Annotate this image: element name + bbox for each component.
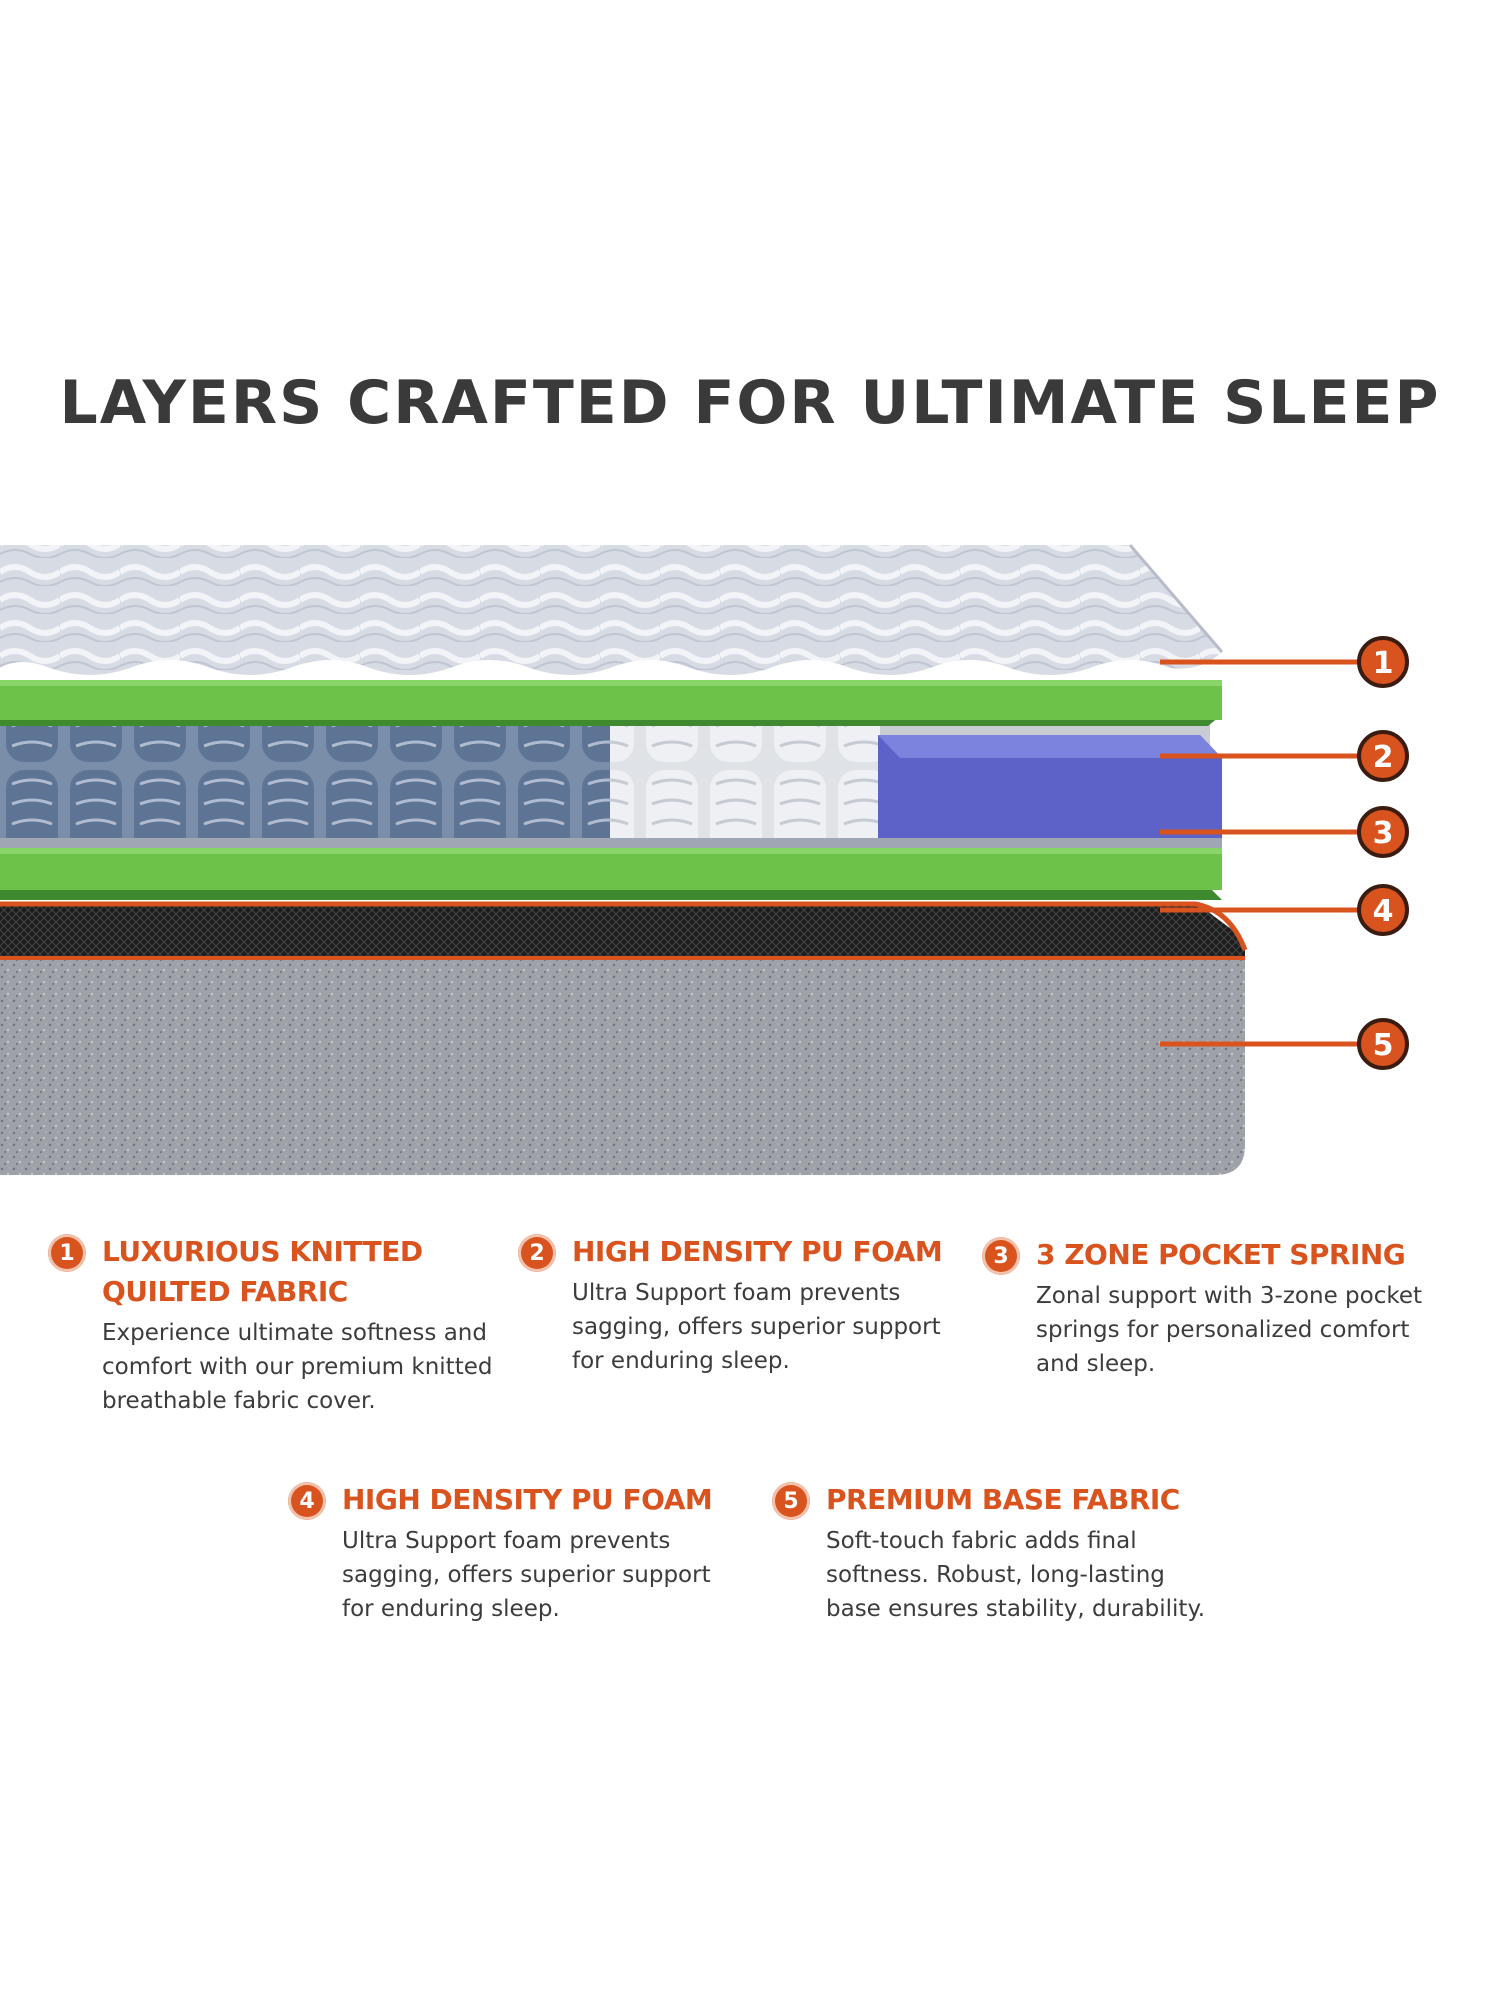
layer-4-badge: 4 [288,1482,326,1520]
base-fabric-layer [0,901,1248,1175]
layer-1-title: LUXURIOUS KNITTED [102,1235,423,1268]
svg-text:3: 3 [1373,816,1394,851]
layer-4-title: HIGH DENSITY PU FOAM [342,1483,713,1516]
mattress-layers-diagram: 1 2 3 4 5 [0,544,1409,1175]
svg-text:1: 1 [1373,646,1394,681]
svg-text:2: 2 [1373,740,1394,775]
knitted-fabric-layer [0,544,1224,675]
layer-5-title: PREMIUM BASE FABRIC [826,1483,1180,1516]
layer-3-description: 3 3 ZONE POCKET SPRING Zonal support wit… [982,1235,1472,1381]
svg-text:4: 4 [1373,894,1394,929]
foam-layer-top [0,680,1222,726]
layer-1-title-line2: QUILTED FABRIC [102,1275,348,1308]
svg-text:5: 5 [1373,1028,1394,1063]
layer-marker-4: 4 [1357,884,1409,936]
layer-2-badge: 2 [518,1234,556,1272]
foam-layer-bottom [0,848,1222,900]
layer-marker-5: 5 [1357,1018,1409,1070]
layer-5-text: Soft-touch fabric adds final softness. R… [826,1528,1206,1622]
pocket-spring-layer [0,720,1222,848]
layer-2-description: 2 HIGH DENSITY PU FOAM Ultra Support foa… [518,1232,958,1378]
layer-4-description: 4 HIGH DENSITY PU FOAM Ultra Support foa… [288,1480,728,1626]
layer-1-badge: 1 [48,1234,86,1272]
layer-3-text: Zonal support with 3-zone pocket springs… [1036,1283,1423,1377]
layer-3-badge: 3 [982,1237,1020,1275]
layer-4-text: Ultra Support foam prevents sagging, off… [342,1528,711,1622]
layer-2-text: Ultra Support foam prevents sagging, off… [572,1280,941,1374]
layer-5-description: 5 PREMIUM BASE FABRIC Soft-touch fabric … [772,1480,1212,1626]
layer-3-title: 3 ZONE POCKET SPRING [1036,1238,1406,1271]
layer-2-title: HIGH DENSITY PU FOAM [572,1235,943,1268]
layer-marker-2: 2 [1357,730,1409,782]
layer-1-description: 1 LUXURIOUS KNITTED QUILTED FABRIC Exper… [48,1232,508,1418]
page-title: LAYERS CRAFTED FOR ULTIMATE SLEEP [59,368,1441,438]
layer-marker-1: 1 [1357,636,1409,688]
layer-1-text: Experience ultimate softness and comfort… [102,1320,493,1414]
layer-marker-3: 3 [1357,806,1409,858]
layer-5-badge: 5 [772,1482,810,1520]
